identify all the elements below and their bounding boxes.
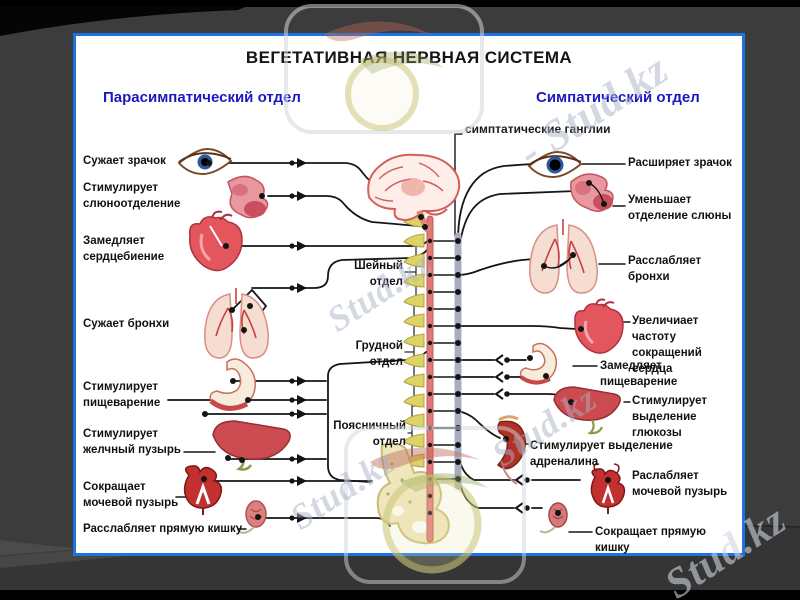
- right-rectum-icon: [539, 502, 568, 534]
- right-eye-icon: [527, 150, 583, 179]
- right-salivary-glands-icon: [570, 173, 614, 212]
- spine-section-label-cervical: Шейный отдел: [354, 260, 403, 288]
- parasympathetic-effect-label: Сужает бронхи: [83, 318, 170, 330]
- vertebral-column-icon: [403, 213, 425, 468]
- left-stomach-icon: [202, 358, 256, 417]
- sympathetic-effect-label: Сокращает прямую кишку: [595, 526, 706, 554]
- parasympathetic-effect-label: Стимулирует слюноотделение: [83, 182, 181, 210]
- sympathetic-effect-label: Раслабляет мочевой пузырь: [632, 470, 728, 498]
- sympathetic-effect-label: Стимулирует выделение адреналина: [530, 440, 673, 468]
- parasympathetic-effect-label: Замедляет сердцебиение: [83, 235, 165, 263]
- brain-icon: [367, 153, 461, 233]
- sympathetic-effect-label: Увеличиает частоту сокращений сердца: [632, 315, 702, 375]
- sympathetic-effect-label: Расширяет зрачок: [628, 157, 732, 169]
- sympathetic-heading: Симпатический отдел: [536, 89, 700, 106]
- left-lungs-icon: [204, 288, 269, 359]
- spinal-cord-icon: [426, 215, 434, 543]
- parasympathetic-effect-label: Стимулирует желчный пузырь: [83, 428, 181, 456]
- right-bladder-icon: [590, 463, 626, 514]
- left-salivary-glands-icon: [227, 175, 269, 219]
- right-liver-icon: [553, 386, 621, 435]
- sympathetic-effect-label: Замедляет пищеварение: [600, 360, 678, 388]
- parasympathetic-effect-label: Сужает зрачок: [83, 155, 166, 167]
- left-liver-icon: [212, 420, 291, 471]
- spine-section-label-thoracic: Грудной отдел: [355, 340, 403, 368]
- sympathetic-effect-label: Расслабляет бронхи: [628, 255, 702, 283]
- left-heart-icon: [188, 210, 243, 272]
- parasympathetic-effect-label: Стимулирует пищеварение: [83, 381, 161, 409]
- right-lungs-icon: [529, 219, 598, 294]
- sympathetic-chain-icon: [454, 232, 462, 490]
- anatomy-diagram: [167, 133, 631, 545]
- page-title: ВЕГЕТАТИВНАЯ НЕРВНАЯ СИСТЕМА: [245, 48, 573, 67]
- diagram-panel: ВЕГЕТАТИВНАЯ НЕРВНАЯ СИСТЕМА Парасимпати…: [73, 33, 745, 556]
- right-kidney-adrenal-icon: [496, 415, 527, 485]
- right-stomach-icon: [519, 342, 558, 385]
- right-heart-icon: [574, 298, 624, 354]
- ganglia-label: симптатические ганглии: [465, 122, 611, 136]
- parasympathetic-effect-label: Расслабляет прямую кишку: [83, 523, 243, 535]
- parasympathetic-heading: Парасимпатический отдел: [103, 89, 301, 106]
- spine-section-label-lumbar: Поясничный отдел: [333, 420, 406, 448]
- sympathetic-effect-label: Стимулирует выделение глюкозы: [632, 395, 707, 439]
- parasympathetic-effect-label: Сокращает мочевой пузырь: [83, 481, 179, 509]
- sympathetic-effect-label: Уменьшает отделение слюны: [628, 194, 732, 222]
- left-rectum-icon: [239, 500, 267, 534]
- left-bladder-icon: [183, 465, 223, 515]
- left-eye-icon: [177, 147, 233, 176]
